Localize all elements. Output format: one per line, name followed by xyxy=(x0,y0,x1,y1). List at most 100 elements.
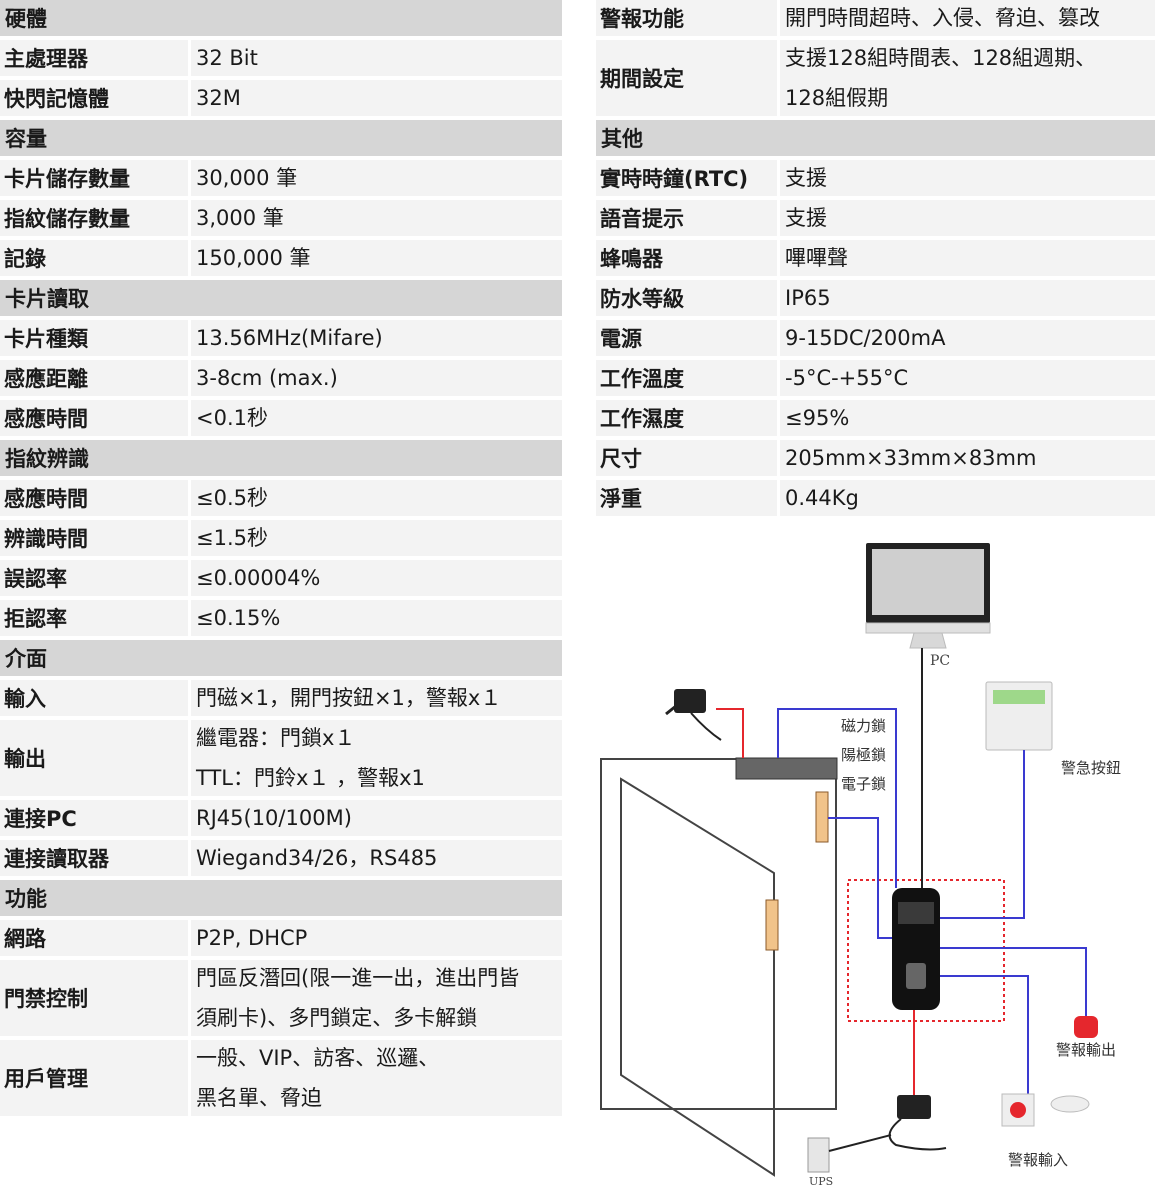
spec-label: 快閃記憶體 xyxy=(0,80,188,116)
alarm-input-label: 警報輸入 xyxy=(1008,1151,1068,1169)
spec-value-line: ≤0.15% xyxy=(196,606,281,630)
spec-row: 輸入門磁×1，開門按鈕×1，警報x１ xyxy=(0,680,562,716)
spec-label: 指紋儲存數量 xyxy=(0,200,188,236)
spec-value: 205mm×33mm×83mm xyxy=(780,440,1155,476)
pc-stand xyxy=(909,632,947,649)
spec-label: 卡片儲存數量 xyxy=(0,160,188,196)
spec-value-line: Wiegand34/26，RS485 xyxy=(196,846,438,870)
spec-value-line: 3,000 筆 xyxy=(196,206,284,230)
spec-value: P2P, DHCP xyxy=(191,920,562,956)
spec-value-line: 門區反潛回(限一進一出，進出門皆 xyxy=(196,966,520,990)
spec-value: ≤0.15% xyxy=(191,600,562,636)
wire-alarm-output xyxy=(940,947,1087,1018)
spec-value-line: ≤0.00004% xyxy=(196,566,321,590)
spec-value: ≤0.5秒 xyxy=(191,480,562,516)
spec-label: 尺寸 xyxy=(596,440,777,476)
power-adapter-top xyxy=(674,689,706,713)
spec-label: 辨識時間 xyxy=(0,520,188,556)
spec-value: 0.44Kg xyxy=(780,480,1155,516)
spec-value-line: 繼電器：門鎖x１ xyxy=(196,726,356,750)
smoke-detector-icon xyxy=(1050,1095,1090,1113)
siren-icon xyxy=(1074,1016,1098,1038)
spec-value: 32 Bit xyxy=(191,40,562,76)
spec-value: -5°C-+55°C xyxy=(780,360,1155,396)
spec-label: 防水等級 xyxy=(596,280,777,316)
section-header: 功能 xyxy=(0,880,562,916)
spec-value-line: 32 Bit xyxy=(196,46,258,70)
spec-value-line: 13.56MHz(Mifare) xyxy=(196,326,383,350)
spec-row: 語音提示支援 xyxy=(596,200,1155,236)
exit-button-label: 警急按鈕 xyxy=(1061,759,1121,777)
spec-label: 網路 xyxy=(0,920,188,956)
emergency-button-light xyxy=(993,690,1045,704)
door-frame xyxy=(600,758,837,1110)
controller-zone xyxy=(847,879,1005,1022)
spec-value: 門磁×1，開門按鈕×1，警報x１ xyxy=(191,680,562,716)
spec-value-line: 門磁×1，開門按鈕×1，警報x１ xyxy=(196,686,502,710)
spec-label: 門禁控制 xyxy=(0,960,188,1036)
spec-value-line: 支援128組時間表、128組週期、 xyxy=(785,46,1097,70)
spec-value: 支援 xyxy=(780,160,1155,196)
fingerprint-sensor-icon xyxy=(906,963,926,989)
spec-value: <0.1秒 xyxy=(191,400,562,436)
spec-row: 用戶管理一般、VIP、訪客、巡邏、黑名單、脅迫 xyxy=(0,1040,562,1116)
ups-cable xyxy=(828,1134,892,1152)
section-title: 其他 xyxy=(596,120,1155,156)
spec-row: 指紋儲存數量 3,000 筆 xyxy=(0,200,562,236)
panic-button-red xyxy=(1010,1102,1026,1118)
spec-value: 13.56MHz(Mifare) xyxy=(191,320,562,356)
spec-value-line: 128組假期 xyxy=(785,86,889,110)
spec-value: 一般、VIP、訪客、巡邏、黑名單、脅迫 xyxy=(191,1040,562,1116)
spec-value-line: 32M xyxy=(196,86,241,110)
spec-label: 連接PC xyxy=(0,800,188,836)
spec-row: 警報功能開門時間超時、入侵、脅迫、篡改 xyxy=(596,0,1155,36)
ups-label: UPS xyxy=(809,1175,833,1188)
adapter-cable-top xyxy=(690,712,722,741)
spec-row: 快閃記憶體 32M xyxy=(0,80,562,116)
spec-label: 卡片種類 xyxy=(0,320,188,356)
spec-label: 輸入 xyxy=(0,680,188,716)
spec-value-line: 9-15DC/200mA xyxy=(785,326,946,350)
spec-value: RJ45(10/100M) xyxy=(191,800,562,836)
controller-display xyxy=(898,902,934,924)
lock-label-3: 電子鎖 xyxy=(841,775,886,793)
spec-value-line: 黑名單、脅迫 xyxy=(196,1086,322,1110)
spec-value-line: 開門時間超時、入侵、脅迫、篡改 xyxy=(785,6,1100,30)
spec-label: 感應距離 xyxy=(0,360,188,396)
spec-value: 3-8cm (max.) xyxy=(191,360,562,396)
spec-value-line: -5°C-+55°C xyxy=(785,366,909,390)
wire-blue-sensor xyxy=(828,817,892,939)
spec-value-line: RJ45(10/100M) xyxy=(196,806,352,830)
magnetic-lock xyxy=(735,757,838,780)
spec-value: 支援128組時間表、128組週期、 128組假期 xyxy=(780,40,1155,116)
spec-value-line: 0.44Kg xyxy=(785,486,859,510)
spec-row: 拒認率≤0.15% xyxy=(0,600,562,636)
spec-value-line: 150,000 筆 xyxy=(196,246,311,270)
spec-row: 工作溫度 -5°C-+55°C xyxy=(596,360,1155,396)
spec-row: 感應距離 3-8cm (max.) xyxy=(0,360,562,396)
spec-label: 淨重 xyxy=(596,480,777,516)
spec-value: 9-15DC/200mA xyxy=(780,320,1155,356)
section-title: 硬體 xyxy=(0,0,562,36)
door-leaf xyxy=(620,777,775,1177)
wire-alarm-input xyxy=(940,975,1029,1098)
spec-value: 開門時間超時、入侵、脅迫、篡改 xyxy=(780,0,1155,36)
pc-label: PC xyxy=(930,653,950,669)
ups-icon xyxy=(807,1137,830,1173)
spec-label: 感應時間 xyxy=(0,480,188,516)
spec-label: 工作溫度 xyxy=(596,360,777,396)
spec-value-line: 3-8cm (max.) xyxy=(196,366,338,390)
spec-row: 卡片種類 13.56MHz(Mifare) xyxy=(0,320,562,356)
spec-value-line: TTL：門鈴x１ ，警報x1 xyxy=(196,766,425,790)
door-sensor xyxy=(815,791,829,843)
